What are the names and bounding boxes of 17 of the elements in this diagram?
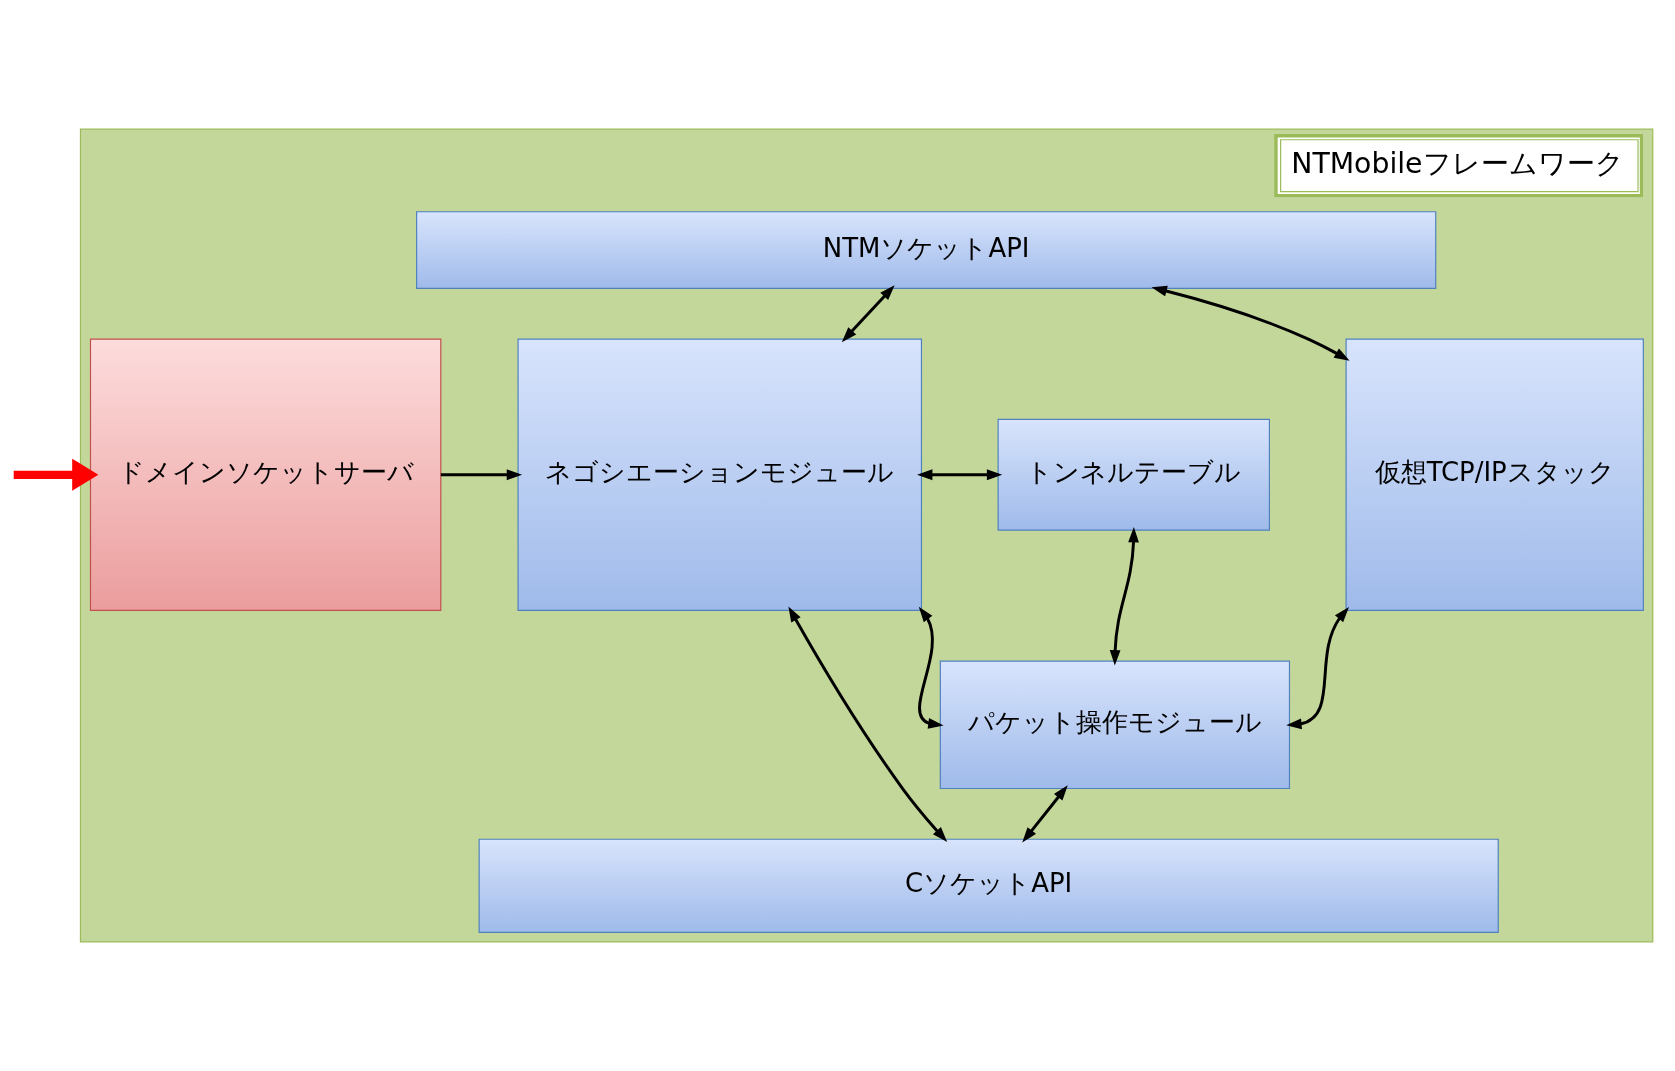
node-box: パケット操作モジュール bbox=[939, 660, 1291, 790]
arrow bbox=[788, 606, 948, 843]
arrow bbox=[440, 469, 523, 481]
arrow bbox=[918, 606, 944, 729]
arrow bbox=[1286, 607, 1349, 730]
arrow bbox=[1109, 526, 1139, 666]
arrow bbox=[1022, 785, 1068, 843]
arrow bbox=[841, 285, 895, 343]
node-box: 仮想TCP/IPスタック bbox=[1345, 338, 1644, 611]
node-box: ドメインソケットサーバ bbox=[89, 338, 442, 611]
arrow bbox=[13, 458, 99, 491]
node-box: NTMソケットAPI bbox=[416, 211, 1437, 289]
node-box: ネゴシエーションモジュール bbox=[517, 338, 923, 611]
node-box: CソケットAPI bbox=[478, 838, 1499, 933]
node-box: トンネルテーブル bbox=[997, 418, 1270, 531]
arrow bbox=[1151, 285, 1350, 361]
arrow bbox=[917, 469, 1003, 481]
